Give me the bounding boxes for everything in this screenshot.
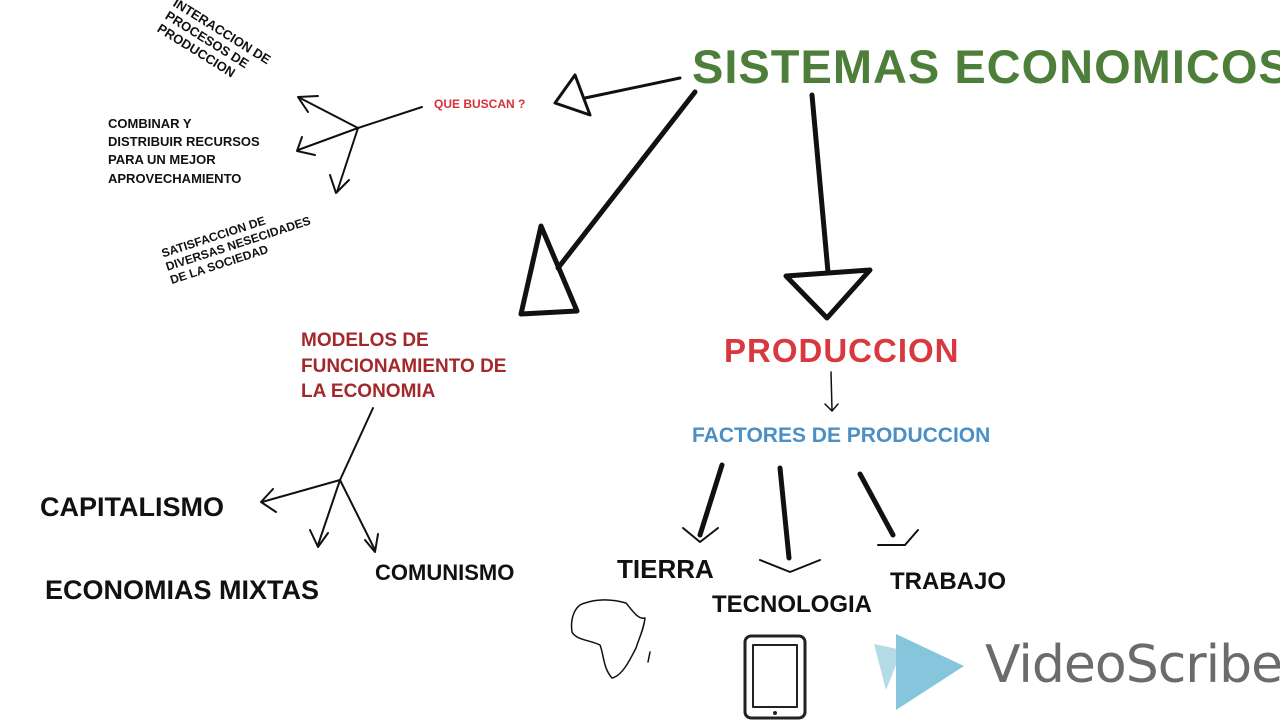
model-capitalismo: CAPITALISMO (40, 492, 224, 522)
question-label: QUE BUSCAN ? (434, 97, 526, 111)
production-heading: PRODUCCION (724, 332, 960, 369)
question-branches (296, 95, 423, 194)
arrow-to-question (553, 73, 682, 117)
goal-combinar: COMBINAR Y DISTRIBUIR RECURSOS PARA UN M… (108, 116, 260, 186)
factor-trabajo: TRABAJO (890, 568, 1007, 595)
model-economias-mixtas: ECONOMIAS MIXTAS (45, 575, 320, 605)
arrow-to-models (518, 89, 698, 317)
videoscribe-watermark: VideoScribe (985, 635, 1280, 695)
africa-icon (570, 599, 651, 679)
model-comunismo: COMUNISMO (375, 560, 515, 585)
arrow-to-production (783, 92, 873, 321)
videoscribe-logo-icon (874, 634, 964, 710)
models-heading: MODELOS DE FUNCIONAMIENTO DE LA ECONOMIA (301, 330, 507, 403)
factor-tierra: TIERRA (617, 554, 714, 584)
factor-tecnologia: TECNOLOGIA (712, 591, 872, 618)
factors-heading: FACTORES DE PRODUCCION (692, 424, 991, 447)
tablet-icon (743, 634, 807, 720)
title-sistemas-economicos: SISTEMAS ECONOMICOS (692, 40, 1280, 93)
factor-arrows (697, 462, 896, 561)
arrow-to-factors (824, 371, 839, 412)
models-branches (260, 407, 379, 553)
